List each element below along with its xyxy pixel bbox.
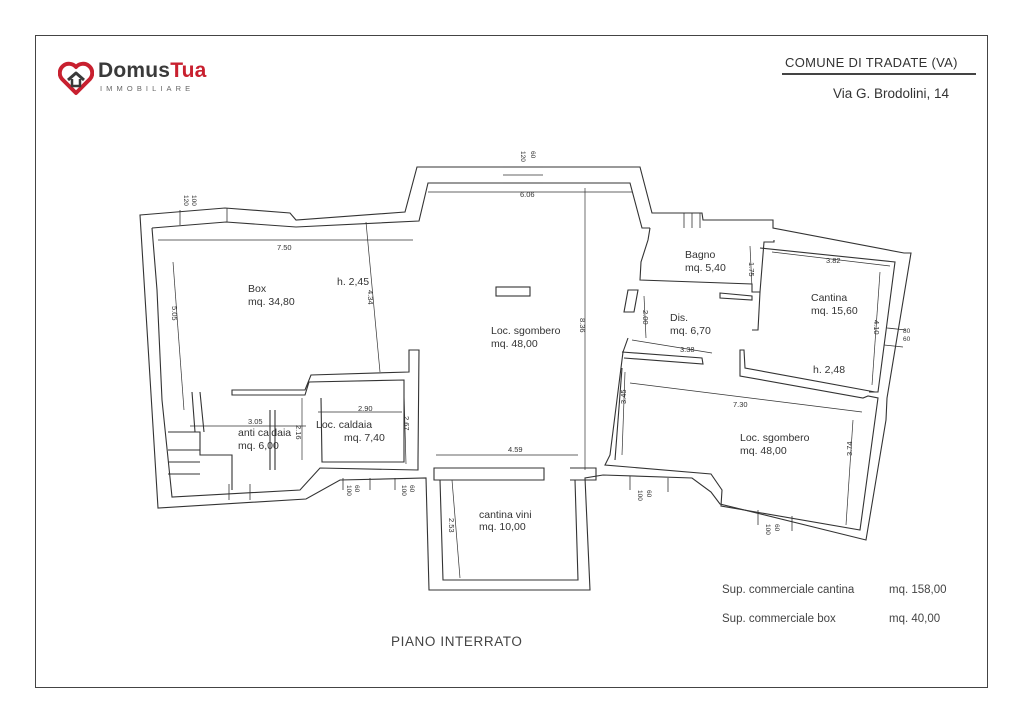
win-cald1-a: 100 [345,485,352,496]
windows-marks [179,166,907,531]
dis-area: mq. 6,70 [670,325,711,337]
walls [139,166,912,591]
window-labels: 120 60 120 100 100 60 100 60 80 60 100 6… [182,151,911,535]
sgombero-east-name: Loc. sgombero [740,432,810,444]
property-address: Via G. Brodolini, 14 [833,86,950,101]
dim-3-45: 3.45 [619,389,628,404]
bagno-area: mq. 5,40 [685,262,726,274]
dim-4-10: 4.10 [872,320,881,335]
win-se1-b: 60 [645,490,652,498]
win-east-b: 60 [903,336,911,343]
win-se2-b: 60 [773,524,780,532]
win-east-a: 80 [903,328,911,335]
win-cald1-b: 60 [353,485,360,493]
box-area: mq. 34,80 [248,296,295,308]
win-box-b: 100 [190,195,197,206]
dim-4-34: 4.34 [366,290,375,305]
dim-2-16: 2.16 [294,425,303,440]
brand-logo: DomusTua IMMOBILIARE [58,58,238,98]
anti-caldaia-name: anti caldaia [238,427,291,439]
east-height: h. 2,48 [813,364,845,376]
dim-3-05: 3.05 [248,417,263,426]
caldaia-area: mq. 7,40 [344,432,385,444]
dim-2-67: 2.67 [402,416,411,431]
dim-5-05: 5.05 [170,306,179,321]
dim-8-36: 8.36 [578,318,587,333]
heart-house-icon [58,61,94,95]
summary-box-label: Sup. commerciale box [722,613,836,625]
dim-7-30: 7.30 [733,400,748,409]
municipality-title: COMUNE DI TRADATE (VA) [785,55,958,70]
dim-2-90: 2.90 [358,404,373,413]
dimension-labels: 6.06 7.50 4.34 8.36 5.05 3.05 2.90 2.16 … [170,190,881,533]
sgombero-main-area: mq. 48,00 [491,338,538,350]
dim-4-59: 4.59 [508,445,523,454]
plan-title: PIANO INTERRATO [391,634,523,649]
cantina-vini-name: cantina vini [479,509,532,521]
sgombero-east-area: mq. 48,00 [740,445,787,457]
room-labels: Box mq. 34,80 h. 2,45 Loc. sgombero mq. … [238,249,858,533]
dim-3-74: 3.74 [845,441,854,456]
dim-3-38: 3.38 [680,345,695,354]
header-rule [782,73,976,75]
cantina-vini-area: mq. 10,00 [479,521,526,533]
caldaia-name: Loc. caldaia [316,419,372,431]
summary-box-value: mq. 40,00 [889,613,941,625]
dim-3-82: 3.82 [826,256,841,265]
brand-subtitle: IMMOBILIARE [100,84,195,93]
win-cald2-b: 60 [408,485,415,493]
dim-2-53: 2.53 [447,518,456,533]
dis-name: Dis. [670,312,688,324]
dim-6-06: 6.06 [520,190,535,199]
win-top-a: 120 [519,151,526,162]
dim-2-00: 2.00 [641,310,650,325]
summary-cantina-label: Sup. commerciale cantina [722,584,855,596]
win-se2-a: 100 [764,524,771,535]
dim-1-75: 1.75 [747,262,756,277]
bagno-name: Bagno [685,249,716,261]
brand-name: DomusTua [98,59,207,82]
cantina-name: Cantina [811,292,847,304]
sgombero-main-name: Loc. sgombero [491,325,561,337]
box-name: Box [248,283,267,295]
anti-caldaia-area: mq. 6,00 [238,440,279,452]
win-box-a: 120 [182,195,189,206]
dim-7-50: 7.50 [277,243,292,252]
box-height: h. 2,45 [337,276,369,288]
win-cald2-a: 100 [400,485,407,496]
summary-cantina-value: mq. 158,00 [889,584,947,596]
dimension-lines [158,188,891,579]
skylight-mark [495,286,531,297]
cantina-area: mq. 15,60 [811,305,858,317]
drawing-frame [35,35,988,688]
win-se1-a: 100 [636,490,643,501]
win-top-b: 60 [529,151,536,159]
